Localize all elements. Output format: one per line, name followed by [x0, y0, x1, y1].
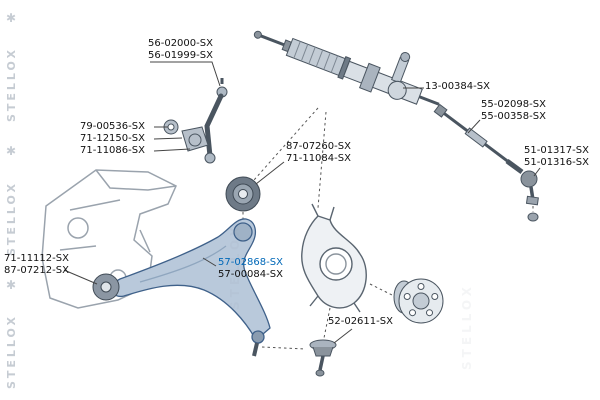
part-label-steering-rack[interactable]: 13-00384-SX	[425, 81, 490, 93]
part-number[interactable]: 56-01999-SX	[148, 50, 213, 61]
part-label-tie-rod-end[interactable]: 51-01317-SX 51-01316-SX	[524, 145, 589, 169]
part-label-ball-joint[interactable]: 52-02611-SX	[328, 316, 393, 328]
part-number-highlighted[interactable]: 57-02868-SX	[218, 257, 283, 268]
steering-knuckle-drawing	[301, 203, 367, 313]
part-label-front-arm-bushing[interactable]: 71-11112-SX 87-07212-SX	[4, 253, 69, 277]
part-number[interactable]: 55-02098-SX	[481, 99, 546, 110]
front-arm-bushing-drawing	[92, 273, 120, 301]
part-label-stabilizer-bushings[interactable]: 79-00536-SX 71-12150-SX 71-11086-SX	[80, 121, 145, 157]
part-number[interactable]: 52-02611-SX	[328, 316, 393, 327]
stabilizer-link-drawing	[204, 78, 228, 164]
part-number[interactable]: 71-11112-SX	[4, 253, 69, 264]
part-label-control-arm[interactable]: 57-02868-SX 57-00084-SX	[218, 257, 283, 281]
inner-tie-rod-drawing	[433, 103, 509, 163]
stabilizer-bushing-drawing	[163, 119, 209, 152]
part-number[interactable]: 71-11084-SX	[286, 153, 351, 164]
part-number[interactable]: 87-07212-SX	[4, 265, 69, 276]
control-arm-drawing	[111, 218, 271, 357]
leader-lines	[63, 61, 541, 344]
part-number[interactable]: 71-12150-SX	[80, 133, 145, 144]
part-label-rear-arm-bushing[interactable]: 87-07260-SX 71-11084-SX	[286, 141, 351, 165]
part-number[interactable]: 13-00384-SX	[425, 81, 490, 92]
part-number[interactable]: 57-00084-SX	[218, 269, 283, 280]
part-number[interactable]: 55-00358-SX	[481, 111, 546, 122]
part-number[interactable]: 87-07260-SX	[286, 141, 351, 152]
wheel-hub-drawing	[393, 278, 444, 324]
part-number[interactable]: 79-00536-SX	[80, 121, 145, 132]
ball-joint-drawing	[309, 339, 337, 377]
part-number[interactable]: 51-01316-SX	[524, 157, 589, 168]
tie-rod-end-drawing	[505, 158, 539, 222]
part-number[interactable]: 51-01317-SX	[524, 145, 589, 156]
rear-arm-bushing-drawing	[225, 176, 261, 212]
part-label-stabilizer-link[interactable]: 56-02000-SX 56-01999-SX	[148, 38, 213, 62]
part-label-inner-tie-rod[interactable]: 55-02098-SX 55-00358-SX	[481, 99, 546, 123]
part-number[interactable]: 71-11086-SX	[80, 145, 145, 156]
steering-rack-drawing	[253, 30, 440, 106]
part-number[interactable]: 56-02000-SX	[148, 38, 213, 49]
